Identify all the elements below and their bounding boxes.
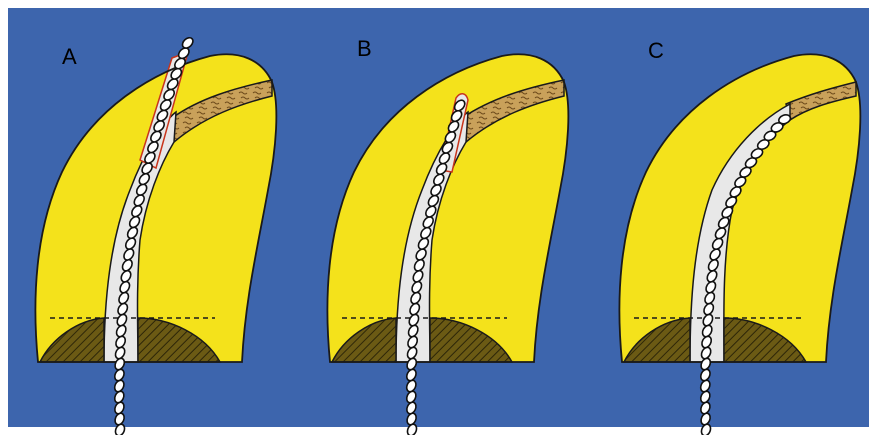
panel-label-b: B — [357, 36, 372, 61]
panel-label-a: A — [62, 44, 77, 69]
panel-label-c: C — [648, 38, 664, 63]
